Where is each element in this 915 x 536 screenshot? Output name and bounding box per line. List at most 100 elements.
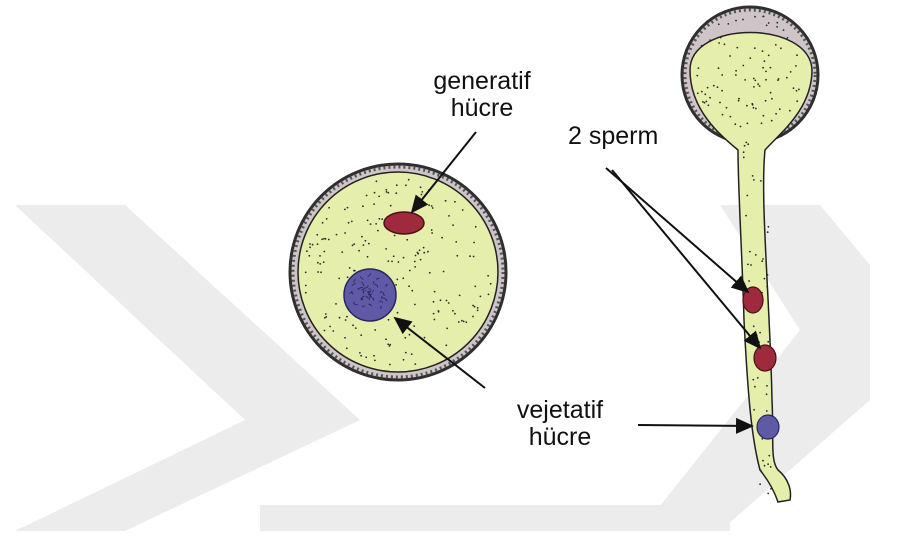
stipple-dot — [735, 74, 737, 76]
stipple-dot — [765, 71, 767, 73]
stipple-dot — [754, 47, 756, 49]
stipple-dot — [707, 87, 709, 89]
stipple-dot — [767, 463, 769, 465]
stipple-dot — [443, 271, 445, 273]
stipple-dot — [414, 363, 416, 365]
stipple-dot — [756, 334, 758, 336]
stipple-dot — [338, 278, 340, 280]
stipple-dot — [324, 330, 326, 332]
stipple-dot — [761, 122, 763, 124]
stipple-dot — [718, 67, 720, 69]
stipple-dot — [448, 302, 450, 304]
stipple-dot — [351, 221, 353, 223]
stipple-dot — [767, 231, 769, 233]
stipple-dot — [704, 93, 706, 95]
stipple-dot — [743, 151, 745, 153]
stipple-dot — [376, 180, 378, 182]
stipple-dot — [349, 267, 351, 269]
label-generative-line2: hücre — [432, 95, 532, 122]
stipple-dot — [344, 337, 346, 339]
pollen-grain — [290, 164, 506, 380]
stipple-dot — [798, 89, 800, 91]
stipple-dot — [398, 323, 400, 325]
stipple-dot — [762, 67, 764, 69]
stipple-dot — [749, 251, 751, 253]
stipple-dot — [727, 23, 729, 25]
stipple-dot — [440, 299, 442, 301]
stipple-dot — [427, 251, 429, 253]
stipple-dot — [346, 316, 348, 318]
stipple-dot — [414, 304, 416, 306]
stipple-dot — [419, 249, 421, 251]
stipple-dot — [477, 307, 479, 309]
stipple-dot — [386, 191, 388, 193]
stipple-dot — [388, 319, 390, 321]
tube-vegetative-nucleus — [757, 415, 779, 439]
stipple-dot — [767, 341, 769, 343]
stipple-dot — [754, 16, 756, 18]
stipple-dot — [767, 274, 769, 276]
stipple-dot — [353, 243, 355, 245]
stipple-dot — [765, 79, 767, 81]
stipple-dot — [724, 43, 726, 45]
stipple-dot — [738, 100, 740, 102]
stipple-dot — [775, 44, 777, 46]
stipple-dot — [755, 108, 757, 110]
stipple-dot — [339, 317, 341, 319]
stipple-dot — [367, 220, 369, 222]
stipple-dot — [441, 237, 443, 239]
stipple-dot — [405, 352, 407, 354]
stipple-dot — [783, 29, 785, 31]
stipple-dot — [419, 197, 421, 199]
stipple-dot — [701, 45, 703, 47]
stipple-dot — [745, 215, 747, 217]
stipple-dot — [336, 234, 338, 236]
stipple-dot — [408, 179, 410, 181]
stipple-dot — [415, 255, 417, 257]
stipple-dot — [750, 264, 752, 266]
stipple-dot — [776, 22, 778, 24]
stipple-dot — [454, 201, 456, 203]
stipple-dot — [726, 107, 728, 109]
stipple-dot — [308, 255, 310, 257]
stipple-dot — [385, 338, 387, 340]
stipple-dot — [761, 260, 763, 262]
stipple-dot — [721, 74, 723, 76]
stipple-dot — [335, 303, 337, 305]
stipple-dot — [759, 483, 761, 485]
stipple-dot — [325, 316, 327, 318]
stipple-dot — [779, 108, 781, 110]
stipple-dot — [445, 200, 447, 202]
stipple-dot — [757, 377, 759, 379]
stipple-dot — [414, 266, 416, 268]
stipple-dot — [713, 85, 715, 87]
stipple-dot — [374, 360, 376, 362]
stipple-dot — [405, 184, 407, 186]
stipple-dot — [787, 37, 789, 39]
stipple-dot — [366, 195, 368, 197]
stipple-dot — [446, 300, 448, 302]
stipple-dot — [345, 319, 347, 321]
stipple-dot — [374, 192, 376, 194]
stipple-dot — [433, 313, 435, 315]
stipple-dot — [758, 341, 760, 343]
stipple-dot — [390, 205, 392, 207]
stipple-dot — [385, 248, 387, 250]
stipple-dot — [423, 252, 425, 254]
sperm-nucleus-2 — [754, 345, 776, 371]
stipple-dot — [790, 71, 792, 73]
stipple-dot — [352, 324, 354, 326]
stipple-dot — [746, 105, 748, 107]
stipple-dot — [742, 19, 744, 21]
stipple-dot — [396, 184, 398, 186]
stipple-dot — [764, 465, 766, 467]
stipple-dot — [365, 240, 367, 242]
stipple-dot — [462, 209, 464, 211]
stipple-dot — [446, 328, 448, 330]
stipple-dot — [433, 301, 435, 303]
stipple-dot — [735, 70, 737, 72]
stipple-dot — [766, 286, 768, 288]
stipple-dot — [763, 115, 765, 117]
stipple-dot — [411, 290, 413, 292]
stipple-dot — [753, 325, 755, 327]
